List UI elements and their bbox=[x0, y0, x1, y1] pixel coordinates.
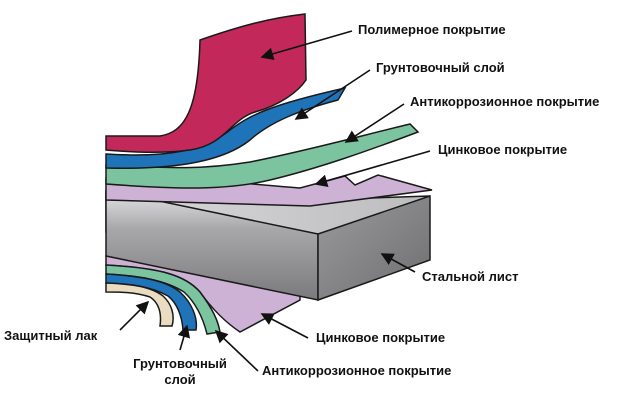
leader-lines bbox=[119, 30, 431, 372]
arrow-steel bbox=[380, 253, 416, 273]
label-zinc-bottom: Цинковое покрытие bbox=[316, 330, 446, 345]
label-primer-bottom-line2: слой bbox=[164, 372, 196, 387]
label-primer-top: Грунтовочный слой bbox=[376, 60, 505, 75]
arrow-lacquer bbox=[119, 300, 150, 331]
bottom-lacquer-layer bbox=[105, 282, 174, 327]
top-layers bbox=[105, 13, 433, 207]
arrow-anticorrosion-top bbox=[344, 103, 405, 143]
label-anticorrosion-top: Антикоррозионное покрытие bbox=[410, 94, 600, 109]
steel-sheet bbox=[105, 189, 431, 302]
arrow-primer-top bbox=[294, 69, 371, 120]
arrow-primer-bottom bbox=[177, 324, 191, 351]
label-anticorrosion-bottom: Антикоррозионное покрытие bbox=[262, 363, 452, 378]
arrow-polymer bbox=[260, 30, 353, 61]
label-protective-lacquer: Защитный лак bbox=[4, 328, 98, 343]
top-anticorrosion-layer bbox=[105, 123, 420, 189]
arrow-zinc-top bbox=[314, 150, 431, 188]
top-polymer-layer bbox=[105, 13, 307, 154]
arrow-zinc-bottom bbox=[260, 313, 309, 339]
label-polymer-coating: Полимерное покрытие bbox=[358, 22, 506, 37]
arrow-anticorrosion-bottom bbox=[214, 329, 259, 372]
label-primer-bottom-line1: Грунтовочный bbox=[133, 356, 227, 371]
steel-side-face bbox=[317, 194, 431, 302]
label-zinc-top: Цинковое покрытие bbox=[438, 142, 568, 157]
label-steel-sheet: Стальной лист bbox=[422, 269, 519, 284]
label-primer-bottom: Грунтовочный слой bbox=[120, 356, 240, 388]
